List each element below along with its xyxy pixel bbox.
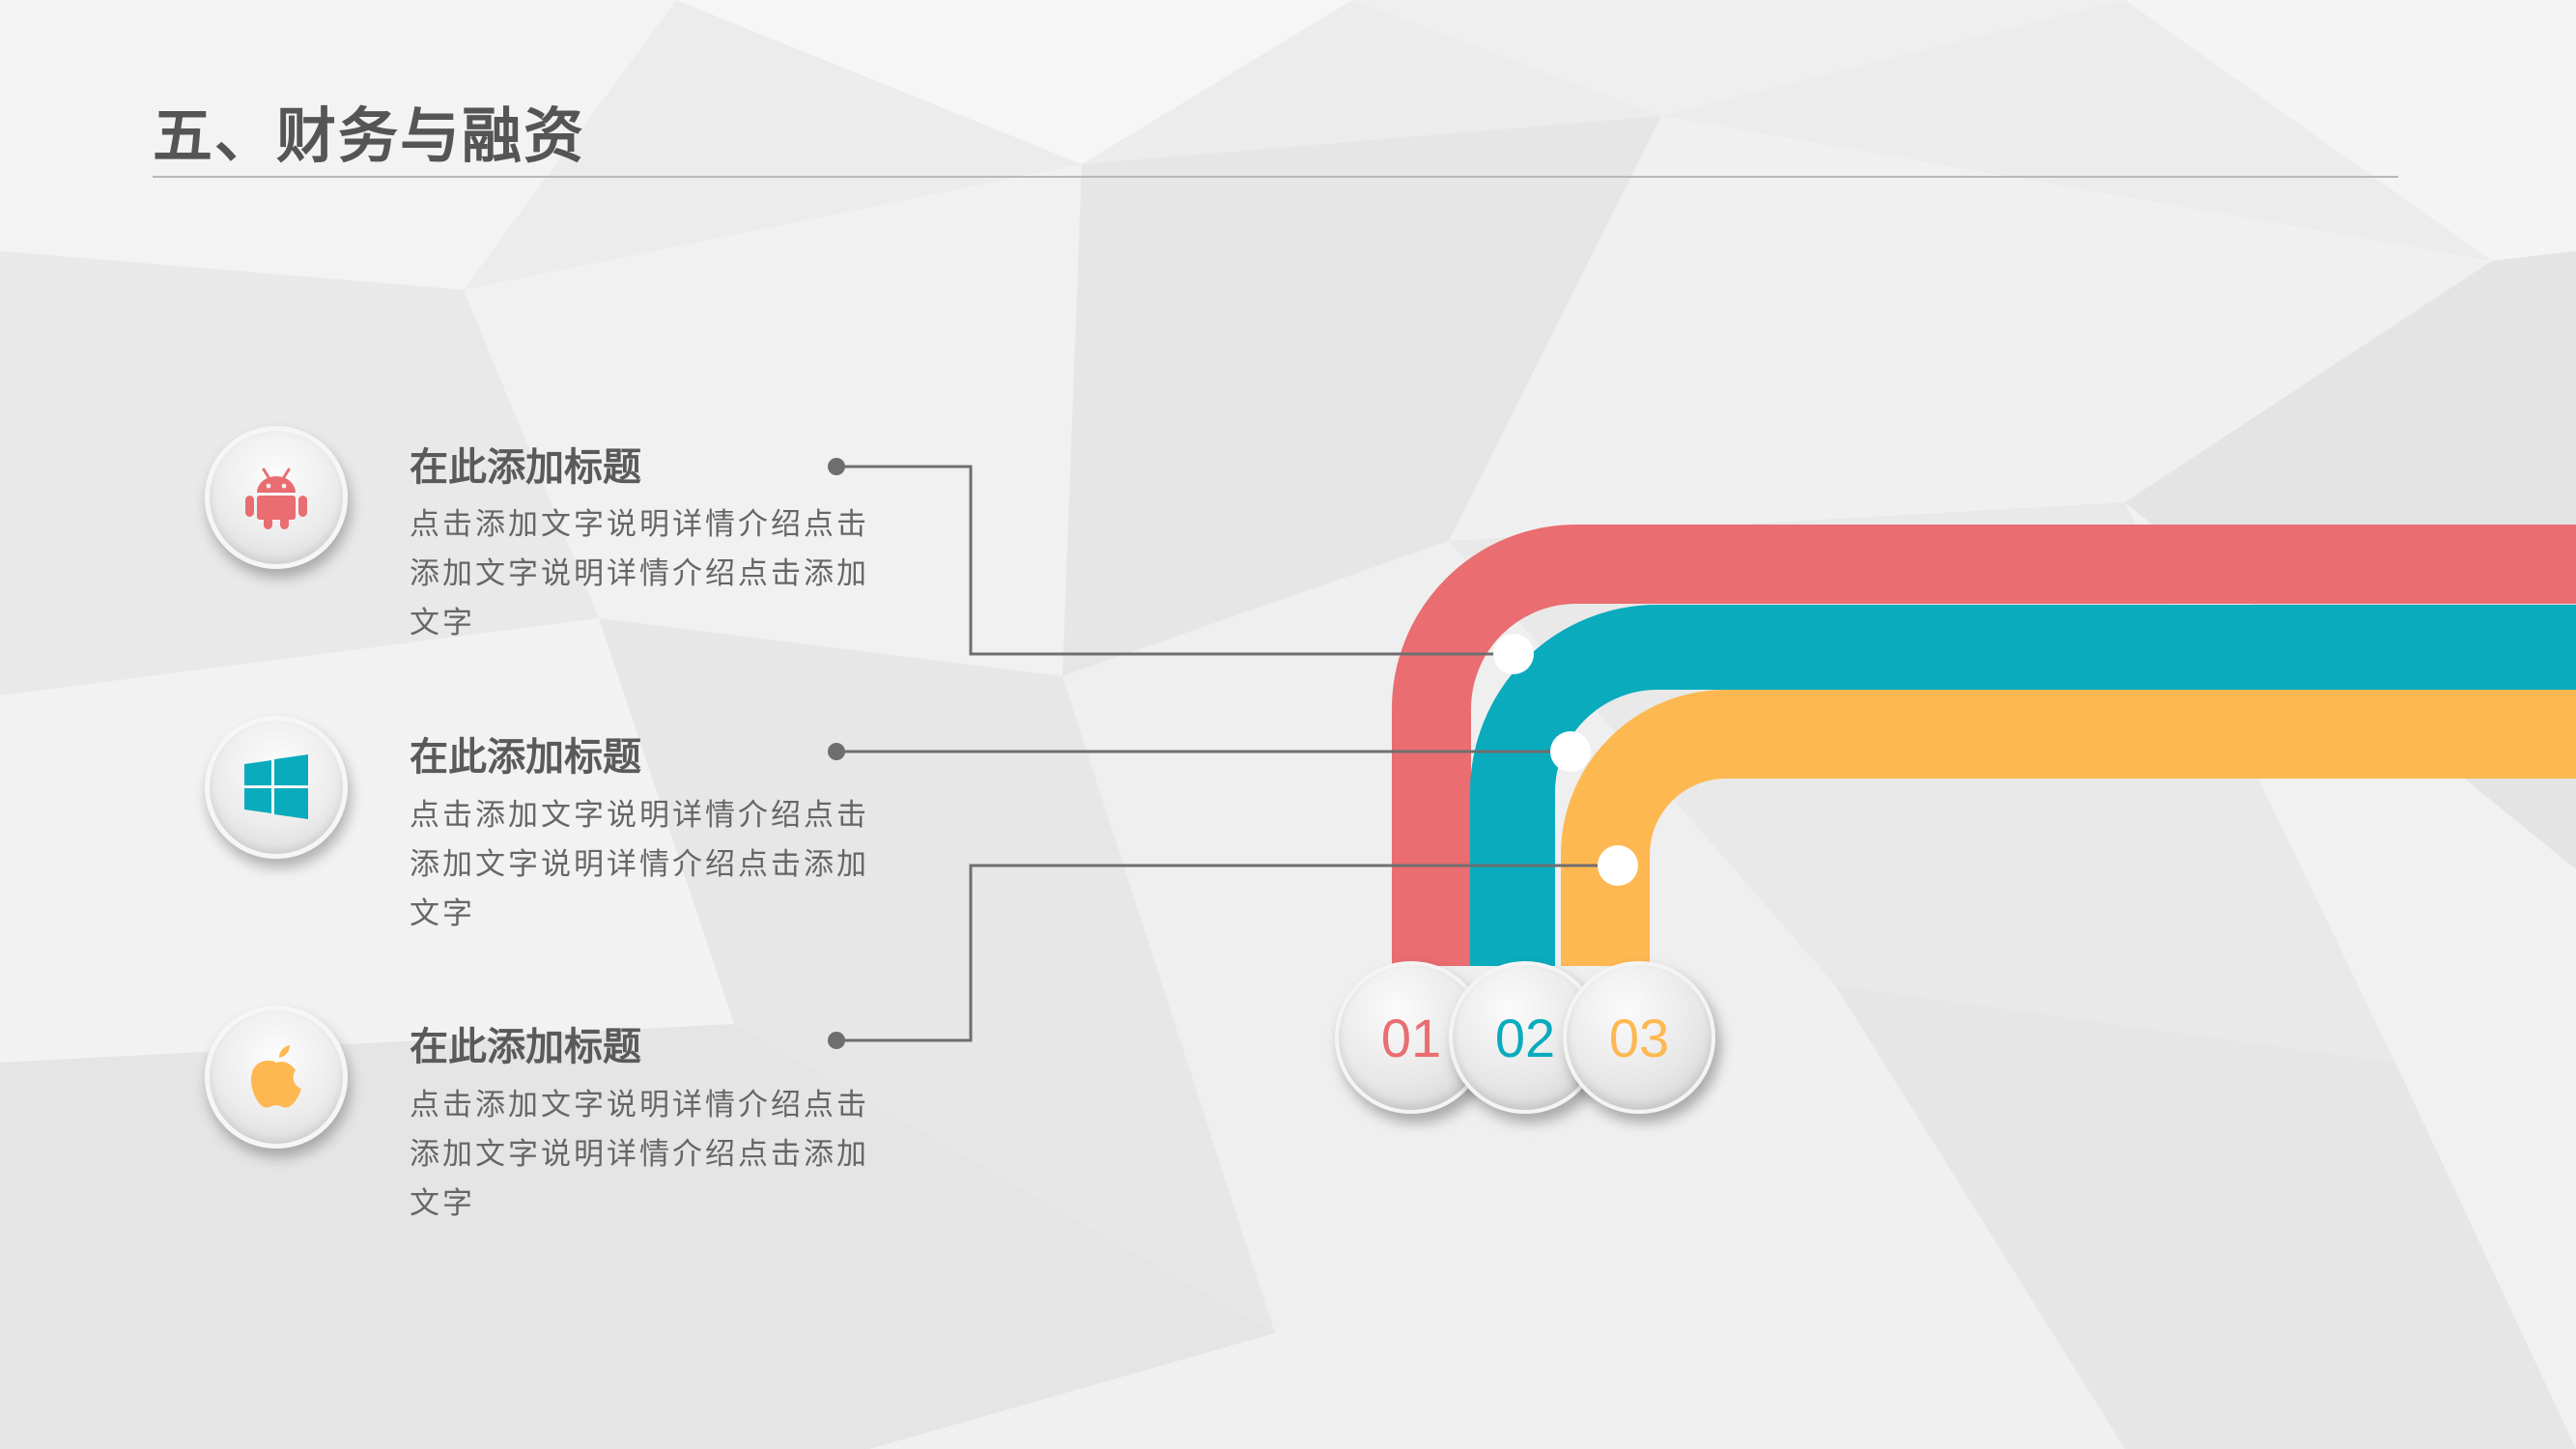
connector-start-dot-2 bbox=[828, 743, 845, 760]
page-title: 五、财务与融资 bbox=[153, 100, 586, 171]
windows-icon-circle bbox=[205, 716, 348, 859]
item-2-description: 点击添加文字说明详情介绍点击添加文字说明详情介绍点击添加文字 bbox=[410, 798, 869, 931]
apple-icon bbox=[250, 1045, 301, 1108]
connector-start-dot-3 bbox=[828, 1032, 845, 1049]
item-2-title: 在此添加标题 bbox=[410, 735, 641, 780]
android-icon bbox=[245, 468, 307, 529]
windows-icon bbox=[244, 754, 308, 819]
pipe-3 bbox=[1605, 766, 2576, 966]
item-1-description: 点击添加文字说明详情介绍点击添加文字说明详情介绍点击添加文字 bbox=[410, 507, 869, 640]
connector-line-3 bbox=[836, 864, 1618, 1042]
step-badge-03: 03 bbox=[1563, 961, 1715, 1114]
item-3-description: 点击添加文字说明详情介绍点击添加文字说明详情介绍点击添加文字 bbox=[410, 1088, 869, 1221]
pipe-marker-dot-2 bbox=[1550, 731, 1591, 772]
pipe-2 bbox=[1470, 605, 2576, 966]
title-divider bbox=[153, 176, 2398, 178]
pipe-marker-dot-1 bbox=[1493, 634, 1534, 674]
pipe-marker-dot-3 bbox=[1598, 845, 1638, 886]
item-1-title: 在此添加标题 bbox=[410, 445, 641, 490]
item-3-title: 在此添加标题 bbox=[410, 1025, 641, 1069]
connector-start-dot-1 bbox=[828, 458, 845, 475]
pipe-1 bbox=[1392, 525, 2576, 966]
step-badge-02: 02 bbox=[1449, 961, 1601, 1114]
connector-line-1 bbox=[836, 465, 1514, 656]
android-icon-circle bbox=[205, 426, 348, 569]
pipe-3-body bbox=[1561, 690, 2576, 966]
apple-icon-circle bbox=[205, 1006, 348, 1149]
step-badge-01: 01 bbox=[1335, 961, 1487, 1114]
